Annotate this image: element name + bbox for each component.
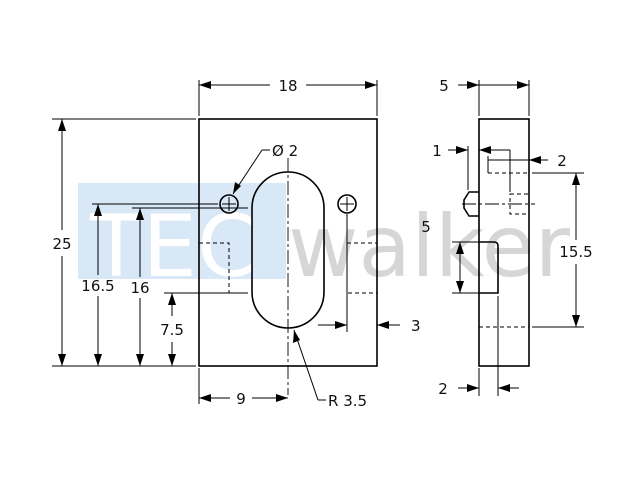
arrow [456,242,464,254]
dim-2-top-label: 2 [557,152,567,170]
arrow [467,384,479,392]
side-view: 5 1 2 5 15.5 2 [421,77,592,398]
arrow [136,208,144,220]
dim-7-5-label: 7.5 [160,321,184,339]
dim-3-label: 3 [411,317,421,335]
arrow [168,293,176,305]
dim-16-5-label: 16.5 [81,277,114,295]
arrow [456,146,468,154]
arrow [136,354,144,366]
radius-leader [293,329,319,401]
diameter-label: Ø 2 [272,142,298,160]
radius-label: R 3.5 [328,392,367,410]
arrow [168,354,176,366]
arrow [276,394,288,402]
side-hidden-hole [509,193,530,215]
dim-25-label: 25 [52,235,71,253]
dim-2-bottom-label: 2 [438,380,448,398]
arrow [377,321,389,329]
arrow [94,354,102,366]
front-view: 18 25 16.5 16 7.5 Ø 2 [52,77,421,410]
arrow [94,204,102,216]
arrow [335,321,347,329]
dim-9-label: 9 [236,390,246,408]
arrow [233,182,241,194]
arrow [572,173,580,185]
arrow [199,394,211,402]
arrow [365,81,377,89]
arrow [199,81,211,89]
dim-side-step-label: 5 [421,218,431,236]
watermark-walker: walker [288,197,571,297]
side-step [479,241,499,294]
arrow [58,354,66,366]
arrow [293,330,300,343]
arrow [58,119,66,131]
center-slot [251,171,325,329]
left-hole [219,194,239,214]
dim-18-label: 18 [278,77,297,95]
arrow [517,81,529,89]
arrow [498,384,510,392]
arrow [529,156,541,164]
arrow [572,315,580,327]
dim-1-label: 1 [432,142,442,160]
dim-16-label: 16 [130,279,149,297]
arrow [467,81,479,89]
dim-side-5-label: 5 [439,77,449,95]
dim-15-5-label: 15.5 [559,243,592,261]
right-hole [337,194,357,214]
arrow [456,281,464,293]
